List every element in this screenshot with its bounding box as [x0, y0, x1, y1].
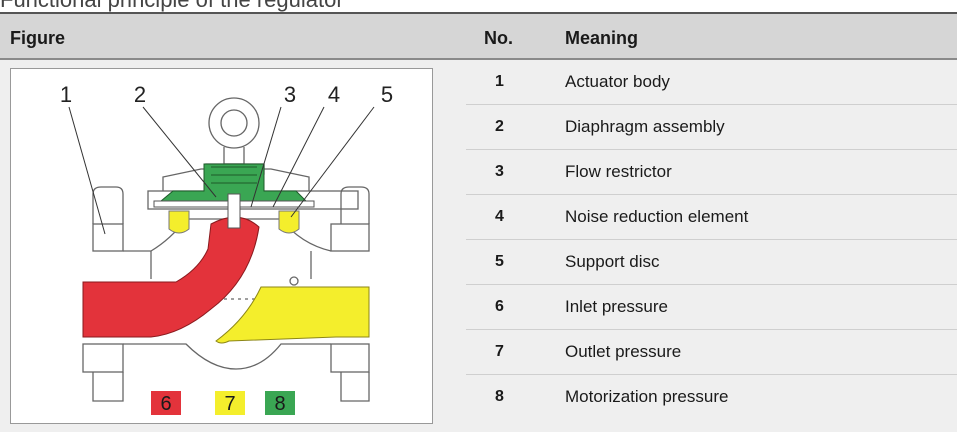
header-figure: Figure	[10, 28, 66, 48]
legend-swatch-outlet	[215, 391, 245, 415]
regulator-diagram: 1 2 3 4 5 6 7 8	[60, 82, 393, 415]
table-row: 5 Support disc	[466, 240, 957, 285]
row-meaning: Diaphragm assembly	[565, 117, 725, 136]
meaning-rows: 1 Actuator body 2 Diaphragm assembly 3 Flow…	[466, 60, 957, 420]
parts-table: Figure No. Meaning	[0, 12, 957, 432]
table-row: 4 Noise reduction element	[466, 195, 957, 240]
row-number: 8	[495, 388, 504, 405]
left-bolt	[168, 210, 190, 234]
table-header: Figure No. Meaning	[0, 12, 957, 60]
row-meaning: Motorization pressure	[565, 387, 729, 406]
callout-leaders	[68, 106, 375, 235]
row-number: 6	[495, 298, 504, 315]
legend-swatch-motorization	[265, 391, 295, 415]
caption-clipped: Functional principle of the regulator	[0, 0, 957, 12]
row-number: 2	[495, 118, 504, 135]
callout-5: 5	[381, 82, 393, 107]
legend-label-8: 8	[274, 393, 285, 415]
table-row: 3 Flow restrictor	[466, 150, 957, 195]
row-meaning: Support disc	[565, 252, 660, 271]
callout-4: 4	[328, 82, 340, 107]
legend-label-7: 7	[224, 393, 235, 415]
table-row: 7 Outlet pressure	[466, 330, 957, 375]
callout-1: 1	[60, 82, 72, 107]
row-meaning: Noise reduction element	[565, 207, 749, 226]
valve-stem	[227, 193, 241, 229]
row-meaning: Outlet pressure	[565, 342, 682, 361]
row-number: 1	[495, 73, 504, 90]
header-no: No.	[484, 28, 513, 48]
table-row: 6 Inlet pressure	[466, 285, 957, 330]
regulator-figure: 1 2 3 4 5 6 7 8	[10, 68, 433, 424]
right-bolt	[278, 210, 300, 234]
legend-label-6: 6	[160, 393, 171, 415]
row-number: 7	[495, 343, 504, 360]
row-meaning: Flow restrictor	[565, 162, 672, 181]
callout-2: 2	[134, 82, 146, 107]
caption-text: Functional principle of the regulator	[0, 0, 344, 12]
spring-coils	[211, 166, 257, 184]
row-number: 5	[495, 253, 504, 270]
table-row: 2 Diaphragm assembly	[466, 105, 957, 150]
color-legend: 6 7 8	[151, 391, 295, 415]
callout-3: 3	[284, 82, 296, 107]
outlet-channel	[215, 286, 370, 344]
legend-swatch-inlet	[151, 391, 181, 415]
row-meaning: Actuator body	[565, 72, 670, 91]
row-number: 3	[495, 163, 504, 180]
table-row: 1 Actuator body	[466, 60, 957, 105]
row-number: 4	[495, 208, 504, 225]
table-row: 8 Motorization pressure	[466, 375, 957, 420]
header-meaning: Meaning	[565, 28, 639, 48]
inlet-channel	[82, 216, 260, 338]
row-meaning: Inlet pressure	[565, 297, 668, 316]
